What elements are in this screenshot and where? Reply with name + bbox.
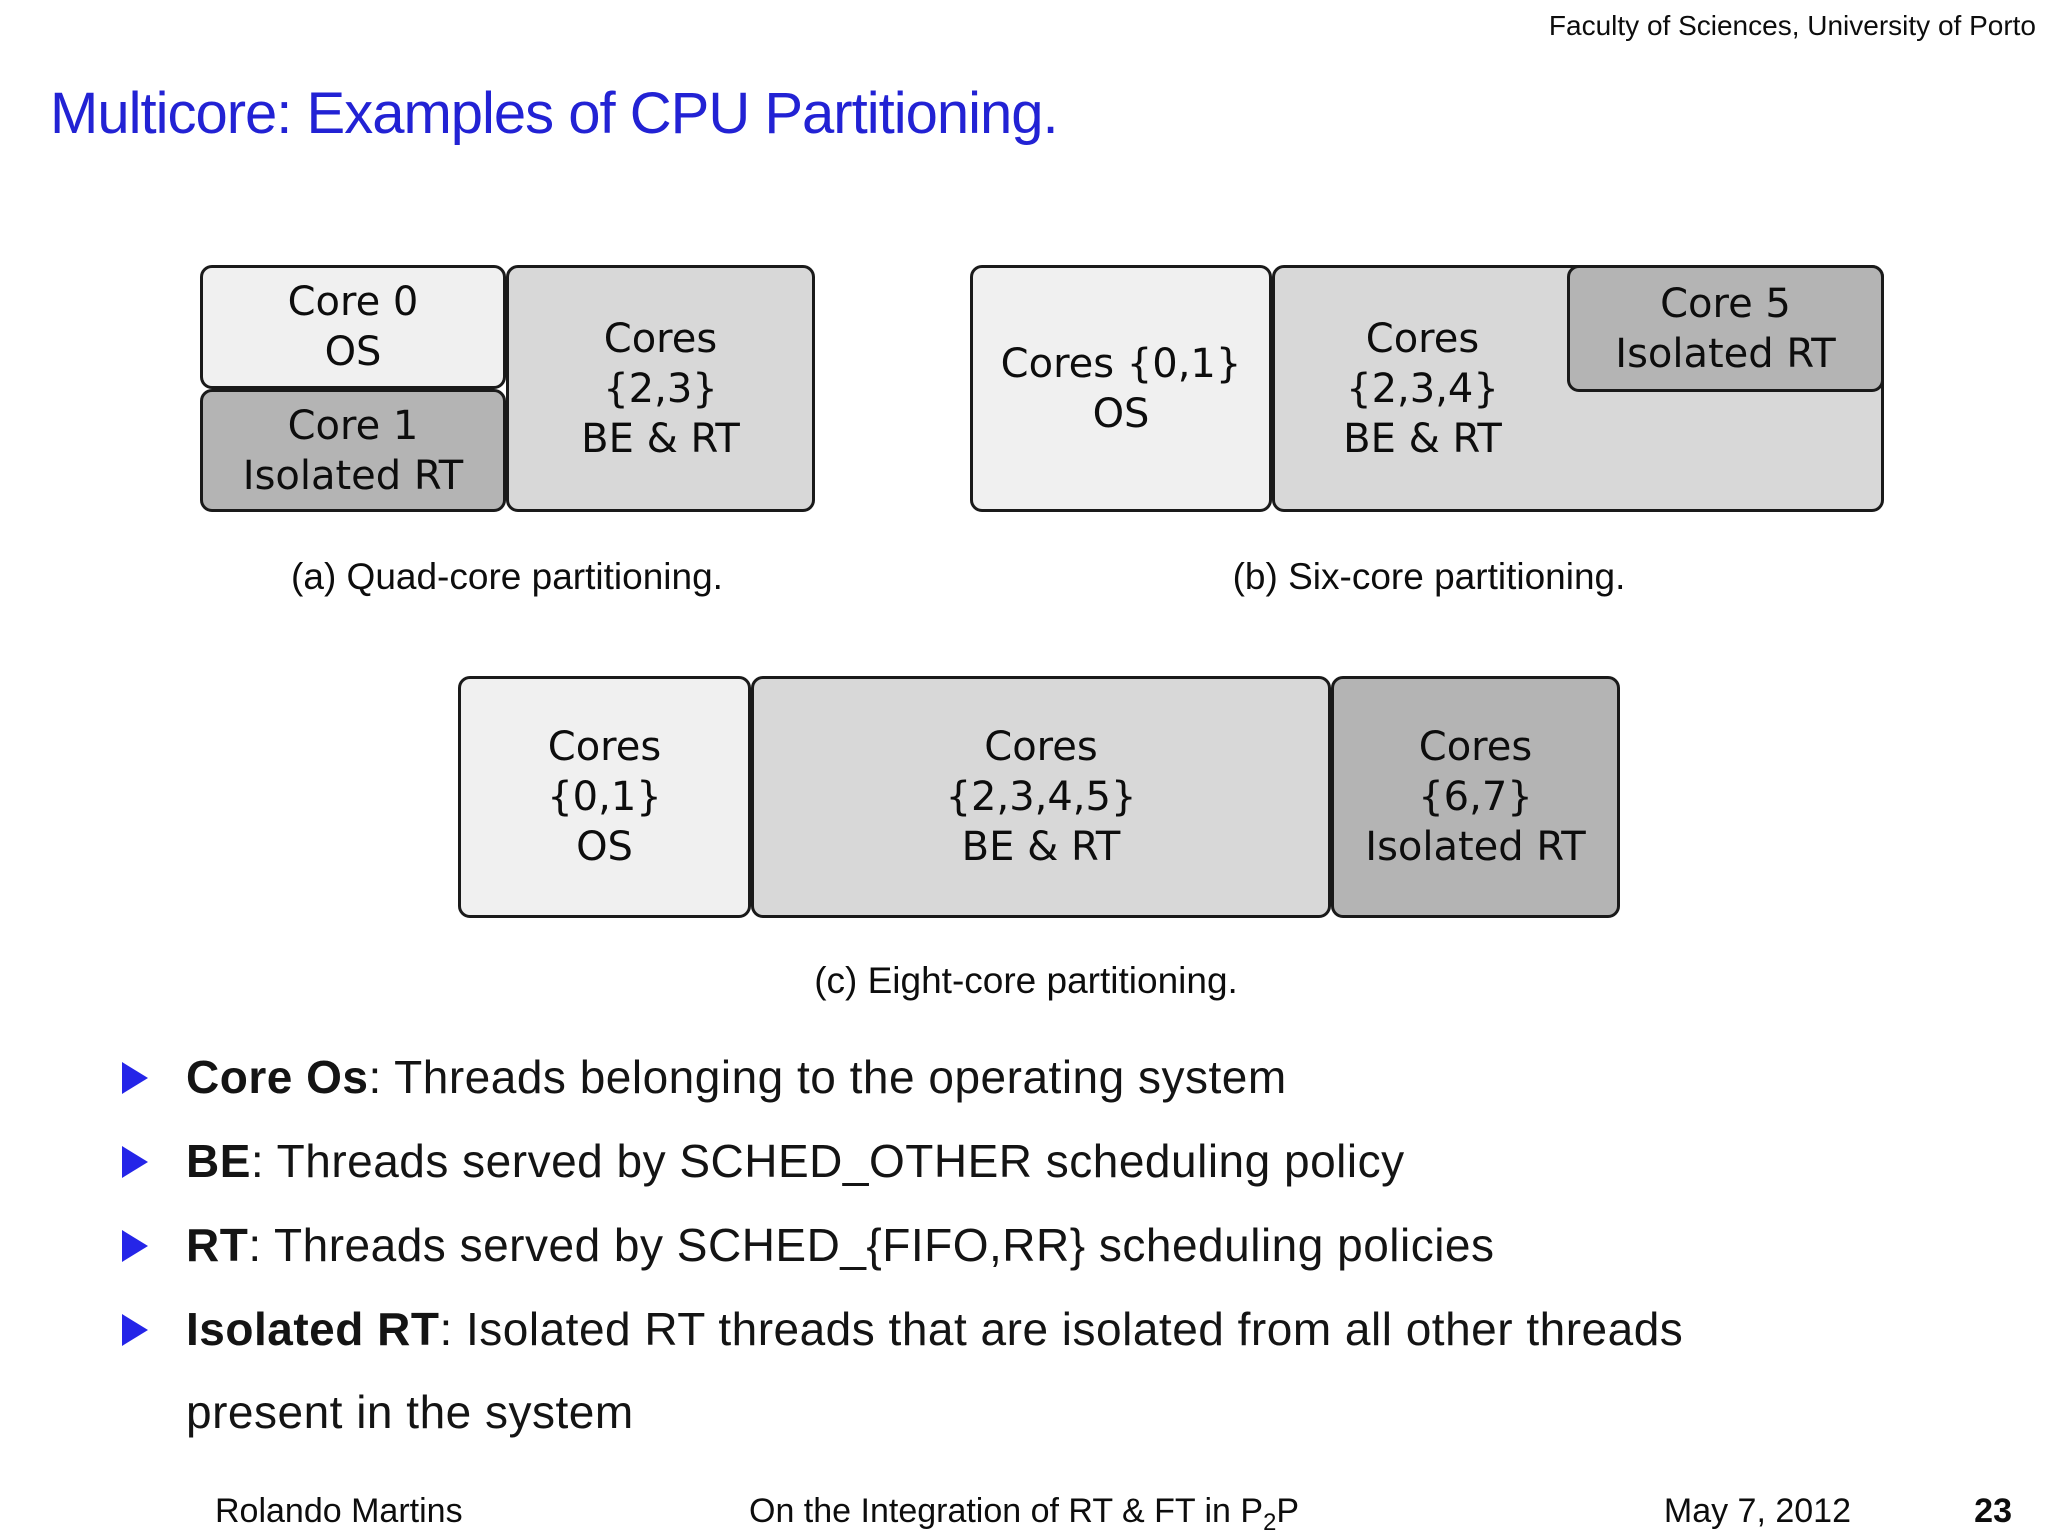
box-label-line: {2,3,4,5} [945, 774, 1137, 820]
bullet-text: : Isolated RT threads that are isolated … [186, 1303, 1684, 1438]
box-cores2345-be-rt: Cores {2,3,4,5} BE & RT [751, 676, 1331, 918]
footer-author: Rolando Martins [215, 1492, 463, 1530]
diagram-six-core: Cores {0,1} OS Cores {2,3,4} BE & RT Cor… [970, 265, 1884, 512]
box-label-line: Core 0 [287, 279, 419, 325]
box-core0-os: Core 0 OS [200, 265, 506, 389]
box-label-line: Cores [603, 315, 718, 362]
bullet-triangle-icon [122, 1314, 148, 1346]
footer: Rolando Martins On the Integration of RT… [0, 1492, 2048, 1536]
box-label-line: Cores [547, 724, 662, 770]
box-label-line: BE & RT [961, 824, 1121, 870]
box-cores67-isolated-rt: Cores {6,7} Isolated RT [1331, 676, 1620, 918]
box-label-line: OS [1092, 390, 1150, 437]
box-label-line: {2,3,4} [1346, 365, 1499, 412]
footer-title-text: On the Integration of RT & FT in P [749, 1492, 1264, 1530]
box-label-line: Core 5 [1660, 280, 1791, 327]
box-label-line: OS [576, 824, 633, 870]
box-core5-isolated-rt: Core 5 Isolated RT [1567, 265, 1884, 392]
footer-date: May 7, 2012 [1663, 1492, 1851, 1530]
box-label-line: BE & RT [1343, 415, 1502, 462]
bullet-triangle-icon [122, 1062, 148, 1094]
page-title: Multicore: Examples of CPU Partitioning. [50, 81, 1059, 146]
box-label-line: Isolated RT [242, 452, 464, 499]
box-label-line: Cores [1365, 315, 1480, 362]
footer-title-subscript: 2 [1263, 1508, 1277, 1536]
box-label-line: Cores [1418, 724, 1533, 770]
box-label-line: Core 1 [287, 402, 419, 449]
box-label-line: Isolated RT [1615, 330, 1836, 377]
box-label-line: {2,3} [603, 365, 718, 412]
diagram-eight-core: Cores {0,1} OS Cores {2,3,4,5} BE & RT C… [458, 676, 1620, 918]
affiliation-text: Faculty of Sciences, University of Porto [1548, 10, 2036, 41]
box-core1-isolated-rt: Core 1 Isolated RT [200, 389, 506, 512]
box-label-line: OS [324, 329, 382, 375]
bullet-term: Isolated RT [186, 1303, 440, 1355]
bullet-term: BE [186, 1135, 251, 1187]
box-label-group: Cores {2,3,4} BE & RT [1275, 268, 1570, 509]
caption-eight-core: (c) Eight-core partitioning. [814, 960, 1238, 1001]
box-cores01-os-c: Cores {0,1} OS [458, 676, 751, 918]
bullet-isolated-rt: Isolated RT: Isolated RT threads that ar… [122, 1288, 1846, 1454]
box-label-line: Cores {0,1} [1000, 340, 1242, 387]
footer-title-text: P [1276, 1492, 1299, 1530]
footer-talk-title: On the Integration of RT & FT in P2P [0, 1492, 2048, 1536]
caption-quad-core: (a) Quad-core partitioning. [291, 556, 723, 597]
box-label-line: BE & RT [581, 415, 740, 462]
box-label-line: {6,7} [1418, 774, 1533, 820]
caption-six-core: (b) Six-core partitioning. [1232, 556, 1626, 597]
bullet-be: BE: Threads served by SCHED_OTHER schedu… [122, 1120, 1846, 1203]
box-cores23-be-rt: Cores {2,3} BE & RT [506, 265, 815, 512]
bullet-core-os: Core Os: Threads belonging to the operat… [122, 1036, 1846, 1119]
box-label-line: Isolated RT [1365, 824, 1586, 870]
box-label-line: {0,1} [547, 774, 662, 820]
bullet-triangle-icon [122, 1230, 148, 1262]
box-label-line: Cores [984, 724, 1098, 770]
diagram-quad-core: Core 0 OS Core 1 Isolated RT Cores {2,3}… [200, 265, 815, 512]
bullet-text: : Threads served by SCHED_{FIFO,RR} sche… [248, 1219, 1495, 1271]
bullet-text: : Threads belonging to the operating sys… [368, 1051, 1287, 1103]
bullet-term: Core Os [186, 1051, 369, 1103]
bullet-text: : Threads served by SCHED_OTHER scheduli… [250, 1135, 1405, 1187]
bullet-term: RT [186, 1219, 249, 1271]
box-cores01-os: Cores {0,1} OS [970, 265, 1272, 512]
footer-page-number: 23 [1974, 1492, 2012, 1530]
bullet-rt: RT: Threads served by SCHED_{FIFO,RR} sc… [122, 1204, 1846, 1287]
bullet-triangle-icon [122, 1146, 148, 1178]
